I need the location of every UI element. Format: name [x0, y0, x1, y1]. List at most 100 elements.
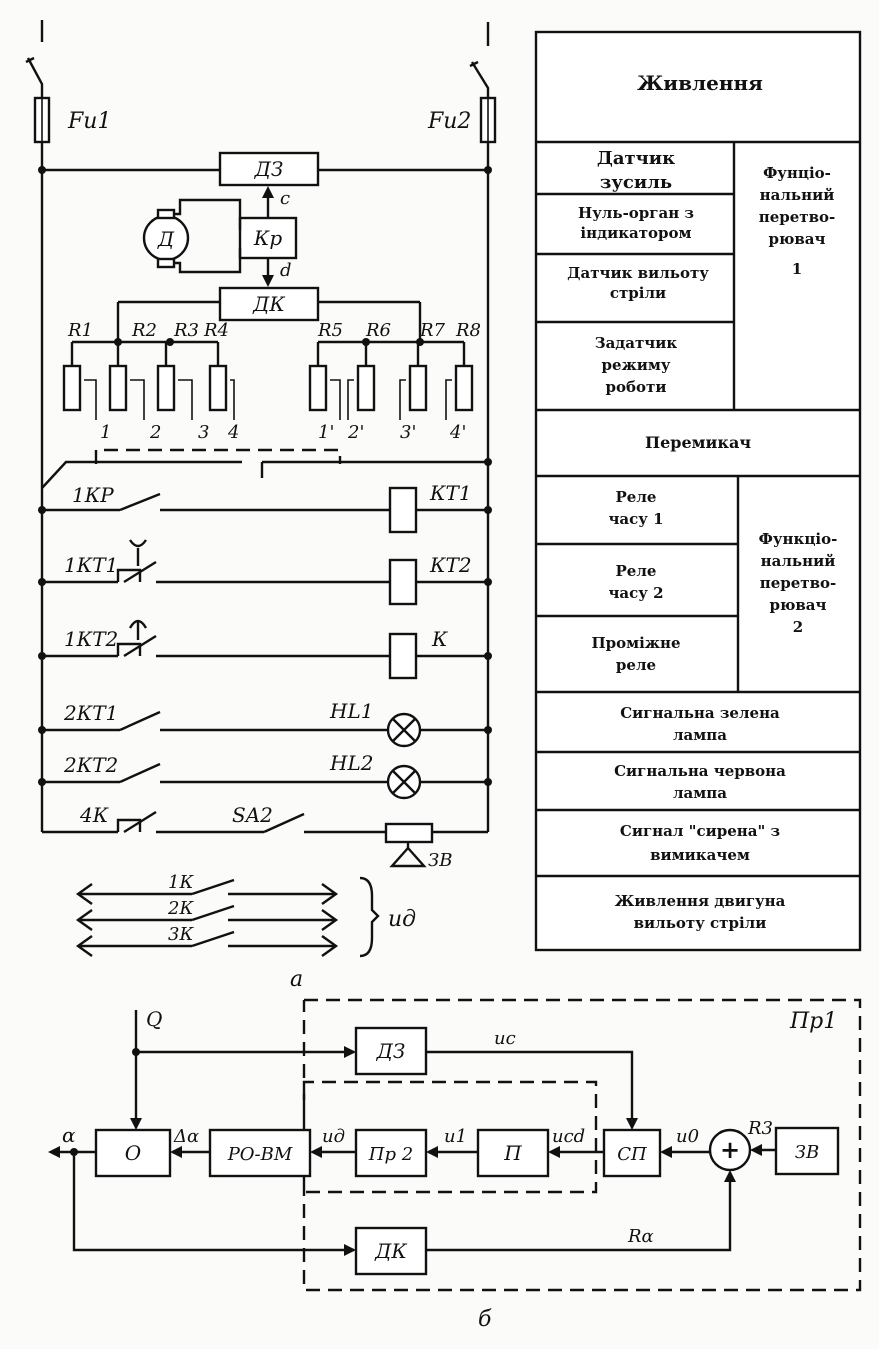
motor-label: Д: [157, 227, 175, 251]
row-1kt2-label: 1КТ2: [64, 627, 118, 651]
signal-ud-label: uд: [322, 1126, 345, 1147]
row-kt1-label: КТ1: [429, 481, 472, 505]
svg-text:Живлення двигуна: Живлення двигуна: [615, 892, 786, 910]
contact-1k-label: 1К: [168, 872, 194, 893]
power-schematic: Fu1 Fu2 ДЗ Кр с d Д ДК: [25, 20, 497, 992]
svg-text:реле: реле: [616, 656, 656, 674]
signal-ra-label: Rα: [627, 1226, 654, 1247]
svg-text:лампа: лампа: [673, 784, 727, 802]
table-row-boom-sensor: Датчик вильоту стріли: [567, 264, 709, 302]
kr-label: Кр: [253, 226, 282, 250]
resistor-r8-label: R8: [455, 320, 481, 341]
svg-text:Датчик вильоту: Датчик вильоту: [567, 264, 709, 282]
svg-text:стріли: стріли: [610, 284, 666, 302]
signal-u1-label: u1: [444, 1126, 467, 1147]
svg-text:лампа: лампа: [673, 726, 727, 744]
signal-dalpha-label: Δα: [173, 1126, 199, 1147]
row-1kr-label: 1КР: [72, 483, 114, 507]
row-hl2-label: HL2: [329, 751, 373, 775]
signal-q-label: Q: [146, 1007, 162, 1031]
row-zv-label: ЗВ: [428, 850, 452, 871]
fuse-fu2-label: Fu2: [427, 109, 471, 134]
svg-text:Сигнал "сирена" з: Сигнал "сирена" з: [620, 822, 780, 840]
svg-text:рювач: рювач: [769, 230, 826, 248]
bd-ro-block: [208, 1128, 312, 1178]
bd-p-label: П: [503, 1141, 522, 1165]
table-row-switch: Перемикач: [645, 433, 751, 452]
table-row-green-lamp: Сигнальна зелена лампа: [620, 704, 780, 744]
table-group-converter-1: Фунціо- нальний перетво- рювач 1: [759, 164, 836, 278]
row-hl1-label: HL1: [329, 699, 373, 723]
tap-4p-label: 4': [449, 422, 466, 443]
svg-text:роботи: роботи: [606, 378, 667, 396]
table-row-red-lamp: Сигнальна червона лампа: [614, 762, 786, 802]
row-1kt1-label: 1КТ1: [64, 553, 118, 577]
tap-2p-label: 2': [347, 422, 364, 443]
dz-block: [218, 151, 320, 187]
table-row-intermediate-relay: Проміжне реле: [591, 634, 680, 674]
motor-supply-label: uд: [388, 907, 416, 932]
row-2kt1-label: 2КТ1: [63, 701, 118, 725]
svg-text:нальний: нальний: [760, 186, 835, 204]
resistor-group: [62, 342, 474, 420]
signal-u0-label: u0: [676, 1126, 699, 1147]
bd-pr2-block: [354, 1128, 428, 1178]
table-row-siren: Сигнал "сирена" з вимикачем: [620, 822, 780, 864]
svg-text:зусиль: зусиль: [600, 172, 672, 193]
dz-label: ДЗ: [254, 157, 284, 181]
svg-text:Проміжне: Проміжне: [591, 634, 680, 652]
resistor-r7-label: R7: [419, 320, 446, 341]
bd-o-label: О: [125, 1141, 141, 1165]
resistor-r1-label: R1: [67, 320, 93, 341]
bd-p-block: [476, 1128, 550, 1178]
svg-text:Реле: Реле: [616, 562, 657, 580]
svg-text:Функціо-: Функціо-: [759, 530, 838, 548]
caption-b: б: [478, 1307, 492, 1332]
bd-dk-block: [354, 1226, 428, 1276]
control-rows: 1КР КТ1 1КТ1 КТ2 1КТ2 К: [38, 481, 492, 871]
svg-text:перетво-: перетво-: [760, 574, 837, 592]
row-sa2-label: SA2: [232, 803, 273, 827]
breaker-left: [26, 57, 44, 98]
tap-3-label: 3: [198, 422, 209, 443]
svg-text:вимикачем: вимикачем: [650, 846, 750, 864]
signal-ucd-label: ucd: [552, 1126, 585, 1147]
bd-dz-block: [354, 1026, 428, 1076]
table-row-timer-2: Реле часу 2: [608, 562, 663, 602]
table-row-boom-motor-power: Живлення двигуна вильоту стріли: [615, 892, 786, 932]
kr-block: [238, 216, 298, 260]
bd-sp-label: СП: [617, 1144, 647, 1165]
row-4k-label: 4К: [79, 803, 109, 827]
table-row-power: Живлення: [637, 71, 763, 95]
contact-3k-label: 3К: [168, 924, 194, 945]
row-k-label: К: [431, 627, 448, 651]
row-2kt2-label: 2КТ2: [63, 753, 118, 777]
tap-3p-label: 3': [400, 422, 416, 443]
signal-uc-label: uс: [494, 1028, 516, 1049]
tap-4-label: 4: [227, 422, 239, 443]
bd-sum-label: +: [720, 1135, 740, 1164]
svg-text:вильоту стріли: вильоту стріли: [634, 914, 767, 932]
group-pr1-label: Пр1: [789, 1009, 837, 1034]
dk-label: ДК: [252, 292, 285, 316]
svg-text:Датчик: Датчик: [597, 148, 675, 169]
block-diagram: Пр1 Q ДЗ uс О α РО-ВМ Δα Пр 2 uд П: [48, 998, 862, 1332]
svg-text:2: 2: [793, 618, 803, 636]
svg-text:режиму: режиму: [602, 356, 671, 374]
bd-ro-label: РО-ВМ: [227, 1144, 293, 1165]
breaker-right: [470, 61, 490, 98]
signal-r3-label: R3: [747, 1118, 773, 1139]
resistor-r3-label: R3: [173, 320, 199, 341]
resistor-r6-label: R6: [365, 320, 391, 341]
svg-text:часу 1: часу 1: [608, 510, 663, 528]
svg-text:Нуль-орган з: Нуль-орган з: [578, 204, 694, 222]
svg-text:Сигнальна зелена: Сигнальна зелена: [620, 704, 780, 722]
c-label: с: [280, 188, 290, 209]
motor-contacts: 1К 2К 3К uд: [75, 872, 416, 958]
svg-text:Задатчик: Задатчик: [595, 334, 678, 352]
fuse-fu1-label: Fu1: [67, 109, 111, 134]
resistor-r5-label: R5: [317, 320, 343, 341]
function-table: Живлення Датчик зусиль Нуль-орган з інди…: [534, 30, 862, 952]
